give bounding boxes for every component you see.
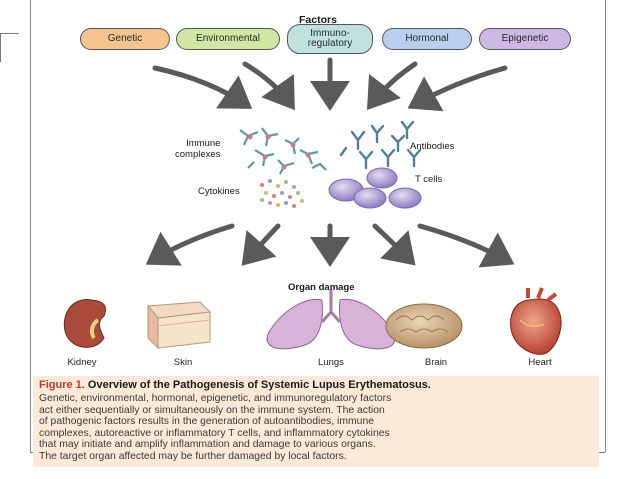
arrow-hormonal	[366, 61, 418, 110]
arrow-to-kidney	[145, 223, 235, 266]
figure-number: Figure 1.	[39, 379, 85, 391]
caption-line: of pathogenic factors results in the gen…	[39, 416, 375, 428]
caption-line: The target organ affected may be further…	[39, 450, 347, 462]
factor-epigenetic: Epigenetic	[479, 28, 571, 50]
arrow-to-heart	[417, 223, 515, 268]
caption-line: act either sequentially or simultaneousl…	[39, 404, 385, 416]
immune-complexes-label: Immune complexes	[175, 138, 221, 160]
caption-heading: Figure 1. Overview of the Pathogenesis o…	[39, 379, 593, 392]
antibodies-label: Antibodies	[410, 141, 455, 152]
skin-graphic	[146, 301, 212, 350]
organ-damage-title: Organ damage	[288, 282, 355, 293]
factor-environmental: Environmental	[176, 28, 280, 50]
figure-title: Overview of the Pathogenesis of Systemic…	[87, 379, 431, 391]
factor-genetic: Genetic	[80, 28, 170, 50]
figure-caption: Figure 1. Overview of the Pathogenesis o…	[33, 376, 599, 467]
caption-body: Genetic, environmental, hormonal, epigen…	[39, 393, 593, 463]
organ-label-kidney: Kidney	[67, 357, 97, 368]
organ-label-skin: Skin	[173, 357, 193, 368]
arrow-epigenetic	[407, 65, 508, 112]
arrow-environmental	[242, 61, 295, 111]
damage-arrows	[145, 223, 515, 268]
cytokines-label: Cytokines	[198, 186, 240, 197]
kidney-graphic	[63, 299, 106, 348]
caption-line: that may initiate and amplify inflammati…	[39, 439, 376, 451]
immune-complex-nodes	[247, 134, 311, 170]
factor-hormonal: Hormonal	[382, 28, 472, 50]
caption-line: Genetic, environmental, hormonal, epigen…	[39, 393, 392, 404]
caption-line: complexes, autoreactive or inflammatory …	[39, 427, 390, 439]
corner-bracket	[0, 33, 19, 62]
t-cells-graphic	[328, 167, 422, 209]
arrow-to-skin	[241, 223, 281, 266]
lungs-graphic	[266, 290, 396, 350]
arrow-to-brain	[372, 223, 416, 266]
factor-arrows	[152, 57, 508, 112]
factor-immunoregulatory: Immuno- regulatory	[287, 24, 373, 54]
organ-label-brain: Brain	[424, 357, 448, 368]
brain-graphic	[385, 303, 463, 349]
t-cells-label: T cells	[415, 174, 443, 185]
arrow-genetic	[152, 65, 253, 109]
antibodies-graphic	[339, 120, 422, 170]
organ-label-lungs: Lungs	[318, 357, 344, 368]
cytokines-graphic	[260, 179, 304, 208]
heart-graphic	[510, 287, 562, 355]
factors-title: Factors	[299, 14, 337, 26]
organ-label-heart: Heart	[528, 357, 552, 368]
